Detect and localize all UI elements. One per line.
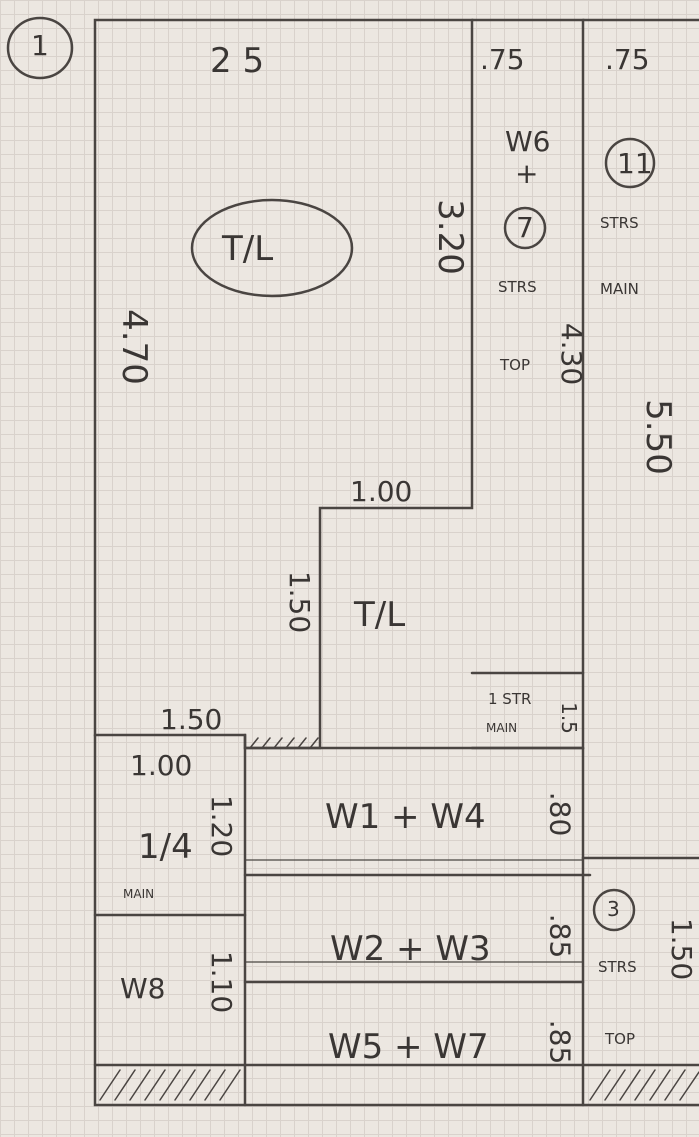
side-label: STRS (598, 958, 637, 976)
w5w7-height-dim: .85 (543, 1019, 577, 1065)
w2w3-label: W2 + W3 (330, 929, 491, 969)
side-circle-number: 3 (607, 897, 620, 921)
lower-room-width-dim: 1.00 (350, 475, 413, 508)
col2-height-dim: 5.50 (637, 399, 678, 475)
side-sub: TOP (605, 1030, 636, 1048)
col2-width-dim: .75 (605, 43, 650, 76)
w1w4-label: W1 + W4 (325, 797, 486, 837)
col1-width-dim: .75 (480, 43, 525, 76)
col2-circle (604, 137, 656, 189)
small-stair-height-dim: 1.5 (556, 702, 581, 734)
small-room-height-dim: 1.20 (205, 794, 239, 858)
col1-top-label: W6 (505, 125, 551, 158)
upper-inner-height-dim: 3.20 (429, 199, 470, 275)
col1-circle-number: 7 (516, 211, 534, 244)
sheet-number: 1 (31, 29, 49, 62)
col1-plus: + (515, 157, 539, 190)
sheet-number-circle (6, 16, 74, 80)
lower-room-height-dim: 1.50 (283, 570, 317, 634)
lower-left-width-dim: 1.50 (160, 703, 223, 736)
side-circle (592, 888, 636, 932)
small-room-width-dim: 1.00 (130, 749, 193, 782)
main-room-circle (190, 198, 354, 298)
w2w3-height-dim: .85 (543, 913, 577, 959)
left-height-dim: 4.70 (113, 309, 154, 385)
w8-label: W8 (120, 972, 166, 1005)
top-width-dim: 2 5 (210, 41, 265, 81)
side-room-height-dim: 1.50 (665, 917, 699, 981)
col2-circle-number: 11 (617, 147, 653, 180)
col1-height-dim: 4.30 (555, 322, 589, 386)
small-stair-label: 1 STR (488, 690, 532, 708)
small-stair-sub: MAIN (486, 721, 518, 735)
w1w4-height-dim: .80 (543, 791, 577, 837)
col2-sub: MAIN (600, 280, 639, 298)
col2-label: STRS (600, 214, 639, 232)
lower-block-outline (93, 733, 699, 1107)
quarter-label: 1/4 (138, 827, 193, 867)
main-room-label: T/L (222, 229, 274, 269)
lower-room-label: T/L (354, 595, 406, 635)
col1-label: STRS (498, 278, 537, 296)
col1-circle (503, 206, 547, 250)
w5w7-label: W5 + W7 (328, 1027, 489, 1067)
w8-height-dim: 1.10 (205, 950, 239, 1014)
quarter-sub: MAIN (123, 887, 155, 901)
col1-sub: TOP (500, 356, 531, 374)
